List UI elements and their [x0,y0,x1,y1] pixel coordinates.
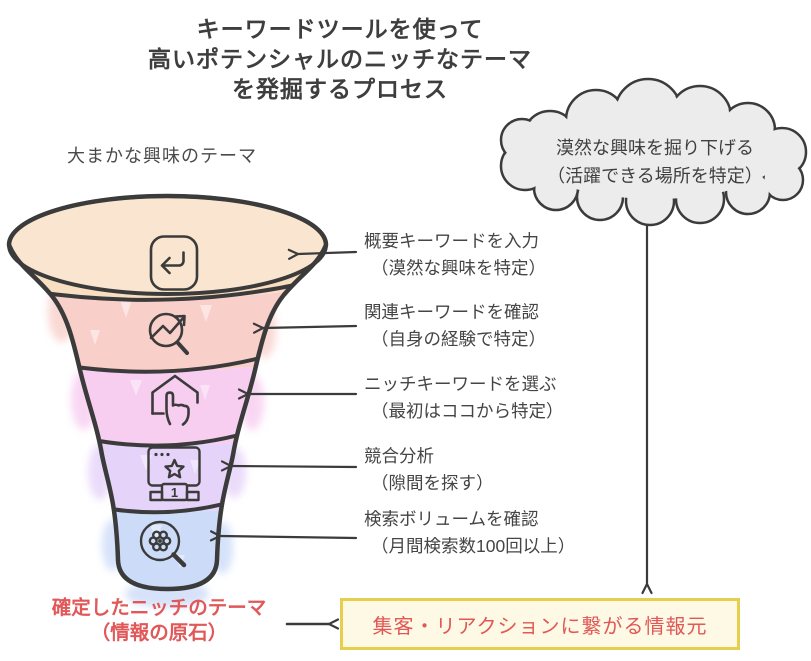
svg-text:1: 1 [171,485,178,500]
enter-key-icon [149,235,199,291]
outcome-box-text: 集客・リアクションに繋がる情報元 [372,615,708,638]
step-4-label: 競合分析 （隙間を探す） [364,443,664,497]
step-5-title: 検索ボリュームを確認 [364,509,539,529]
page-title: キーワードツールを使って 高いポテンシャルのニッチなテーマ を発掘するプロセス [148,16,532,102]
step-3-title: ニッチキーワードを選ぶ [364,374,557,394]
step-5-subtitle: （月間検索数100回以上） [371,536,576,556]
step-1-arrow [287,248,358,260]
step-2-arrow [252,322,358,334]
step-1-subtitle: （漠然な興味を特定） [371,258,546,278]
trend-search-icon [148,312,189,355]
cloud-shape [499,77,808,227]
step-1-title: 概要キーワードを入力 [364,231,539,251]
gear-search-icon [139,520,187,568]
step-5-label: 検索ボリュームを確認 （月間検索数100回以上） [364,506,664,560]
house-select-icon [151,374,199,426]
cloud-label: 漠然な興味を掘り下げる （活躍できる場所を特定） [547,138,763,186]
step-3-label: ニッチキーワードを選ぶ （最初はココから特定） [364,371,664,425]
step-2-label: 関連キーワードを確認 （自身の経験で特定） [364,299,664,353]
step-4-arrow [220,460,358,472]
ranking-window-icon: 1 [147,446,201,502]
step-3-subtitle: （最初はココから特定） [371,401,564,421]
step-4-subtitle: （隙間を探す） [371,473,494,493]
step-2-title: 関連キーワードを確認 [364,302,539,322]
step-1-label: 概要キーワードを入力 （漠然な興味を特定） [364,228,664,282]
outcome-box: 集客・リアクションに繋がる情報元 [340,598,740,650]
result-label: 確定したニッチのテーマ （情報の原石） [51,597,267,644]
step-5-arrow [209,530,358,542]
funnel-outline [6,193,329,592]
step-2-subtitle: （自身の経験で特定） [371,329,546,349]
step-4-title: 競合分析 [364,446,434,466]
stage-boundaries [28,281,307,515]
funnel-top-label: 大まかな興味のテーマ [67,146,257,166]
